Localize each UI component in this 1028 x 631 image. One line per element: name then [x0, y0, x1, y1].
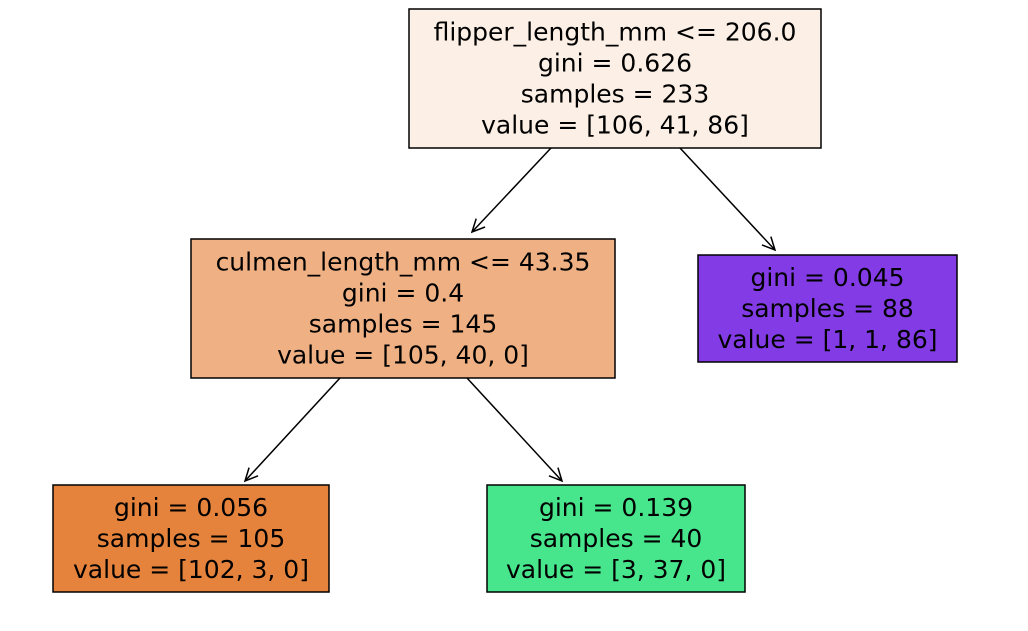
edge-line: [679, 147, 776, 251]
tree-node-box: [486, 484, 746, 593]
tree-node-line: gini = 0.4: [342, 279, 464, 308]
tree-node-line: culmen_length_mm <= 43.35: [216, 248, 591, 277]
tree-node-box: [697, 254, 958, 363]
tree-node-line: value = [102, 3, 0]: [73, 555, 309, 584]
tree-node-box: [52, 484, 330, 593]
tree-edge-root-to-left: [470, 147, 552, 234]
tree-node-box: [408, 8, 822, 149]
tree-node-line: value = [105, 40, 0]: [277, 341, 529, 370]
tree-node-line: samples = 145: [309, 310, 497, 339]
tree-edge-left-to-left-right: [466, 377, 564, 483]
tree-node-box: [190, 238, 616, 379]
tree-node-line: gini = 0.045: [750, 263, 904, 292]
tree-node-line: gini = 0.626: [538, 49, 692, 78]
tree-node-line: samples = 233: [521, 80, 709, 109]
arrowhead-icon: [243, 467, 259, 483]
edge-line: [244, 377, 341, 482]
tree-node-line: value = [106, 41, 86]: [481, 111, 749, 140]
tree-node-line: gini = 0.139: [539, 493, 693, 522]
tree-edge-root-to-right: [679, 147, 777, 252]
arrowhead-icon: [548, 467, 564, 483]
tree-node-line: flipper_length_mm <= 206.0: [434, 18, 797, 47]
tree-node-line: samples = 88: [741, 294, 914, 323]
tree-node-line: samples = 40: [530, 524, 703, 553]
tree-node-line: gini = 0.056: [114, 493, 268, 522]
edge-line: [471, 147, 552, 233]
arrowhead-icon: [761, 236, 777, 252]
edge-line: [466, 377, 563, 482]
tree-node-line: value = [1, 1, 86]: [717, 325, 937, 354]
tree-edge-left-to-left-left: [243, 377, 341, 483]
arrowhead-icon: [470, 218, 486, 234]
tree-node-line: samples = 105: [97, 524, 285, 553]
tree-node-line: value = [3, 37, 0]: [506, 555, 726, 584]
tree-edges: [243, 147, 777, 483]
